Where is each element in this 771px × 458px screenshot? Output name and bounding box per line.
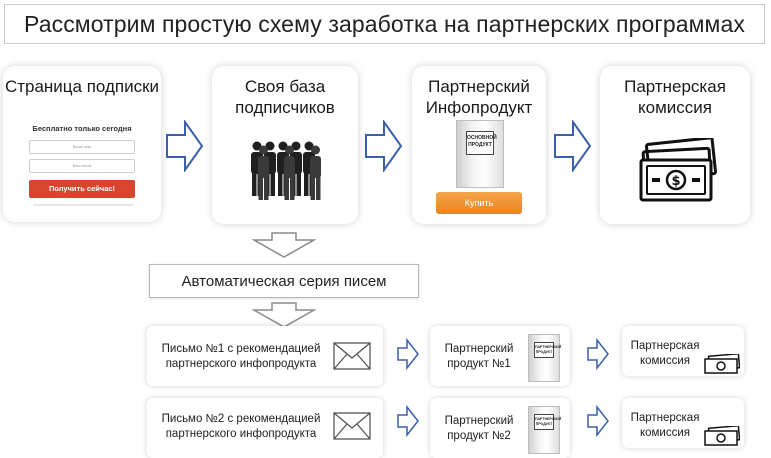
product-box-image: ОСНОВНОЙ ПРОДУКТ <box>456 120 504 188</box>
money-icon <box>704 424 741 451</box>
card-partner-infoproduct: Партнерский Инфопродукт ОСНОВНОЙ ПРОДУКТ… <box>412 66 546 224</box>
get-now-button[interactable]: Получить сейчас! <box>29 180 135 198</box>
product-card: Партнерский продукт №2 ПАРТНЕРСКИЙ ПРОДУ… <box>430 398 570 458</box>
arrow-right-icon <box>587 337 609 375</box>
auto-series-label: Автоматическая серия писем <box>181 272 387 290</box>
arrow-right-icon <box>365 120 403 172</box>
arrow-down-icon <box>252 232 316 258</box>
card-partner-commission: Партнерская комиссия $ <box>600 66 750 224</box>
card-title: Своя база подписчиков <box>235 77 335 117</box>
product-box-label: ОСНОВНОЙ ПРОДУКТ <box>466 131 497 155</box>
arrow-down-icon <box>252 302 316 328</box>
product-text: Партнерский продукт №2 <box>444 415 514 442</box>
people-icon <box>248 140 324 205</box>
svg-text:$: $ <box>671 174 680 189</box>
card-title: Партнерская комиссия <box>624 77 726 117</box>
product-box-image: ПАРТНЕРСКИЙ ПРОДУКТ <box>528 406 561 454</box>
commission-card: Партнерская комиссия <box>622 398 744 448</box>
envelope-icon <box>333 342 371 375</box>
commission-card: Партнерская комиссия <box>622 326 744 376</box>
money-icon <box>704 352 741 379</box>
page-title: Рассмотрим простую схему заработка на па… <box>24 10 745 37</box>
arrow-right-icon <box>166 120 204 172</box>
card-subscribe-page: Страница подписки Бесплатно только сегод… <box>3 66 161 222</box>
card-title: Партнерский Инфопродукт <box>425 77 533 117</box>
letter-text: Письмо №1 с рекомендацией партнерского и… <box>161 343 321 370</box>
letter-card: Письмо №1 с рекомендацией партнерского и… <box>147 326 383 386</box>
commission-text: Партнерская комиссия <box>630 340 700 367</box>
form-heading: Бесплатно только сегодня <box>32 124 132 133</box>
letter-text: Письмо №2 с рекомендацией партнерского и… <box>161 413 321 440</box>
product-box-image: ПАРТНЕРСКИЙ ПРОДУКТ <box>528 334 561 382</box>
envelope-icon <box>333 412 371 445</box>
money-icon: $ <box>638 136 718 209</box>
product-box-label: ПАРТНЕРСКИЙ ПРОДУКТ <box>534 342 561 358</box>
email-field[interactable]: Ваш email <box>29 159 135 173</box>
form-footnote <box>33 204 133 206</box>
product-box-label: ПАРТНЕРСКИЙ ПРОДУКТ <box>534 414 561 430</box>
product-text: Партнерский продукт №1 <box>444 343 514 370</box>
auto-series-box: Автоматическая серия писем <box>149 264 419 298</box>
arrow-right-icon <box>397 404 419 442</box>
arrow-right-icon <box>397 337 419 375</box>
buy-button[interactable]: Купить <box>436 192 522 214</box>
card-title: Страница подписки <box>4 77 160 96</box>
arrow-right-icon <box>587 404 609 442</box>
card-subscriber-base: Своя база подписчиков <box>212 66 358 224</box>
product-card: Партнерский продукт №1 ПАРТНЕРСКИЙ ПРОДУ… <box>430 326 570 386</box>
letter-card: Письмо №2 с рекомендацией партнерского и… <box>147 398 383 458</box>
commission-text: Партнерская комиссия <box>630 412 700 439</box>
arrow-right-icon <box>554 120 592 172</box>
name-field[interactable]: Ваше имя <box>29 140 135 154</box>
page-title-box: Рассмотрим простую схему заработка на па… <box>4 4 765 44</box>
